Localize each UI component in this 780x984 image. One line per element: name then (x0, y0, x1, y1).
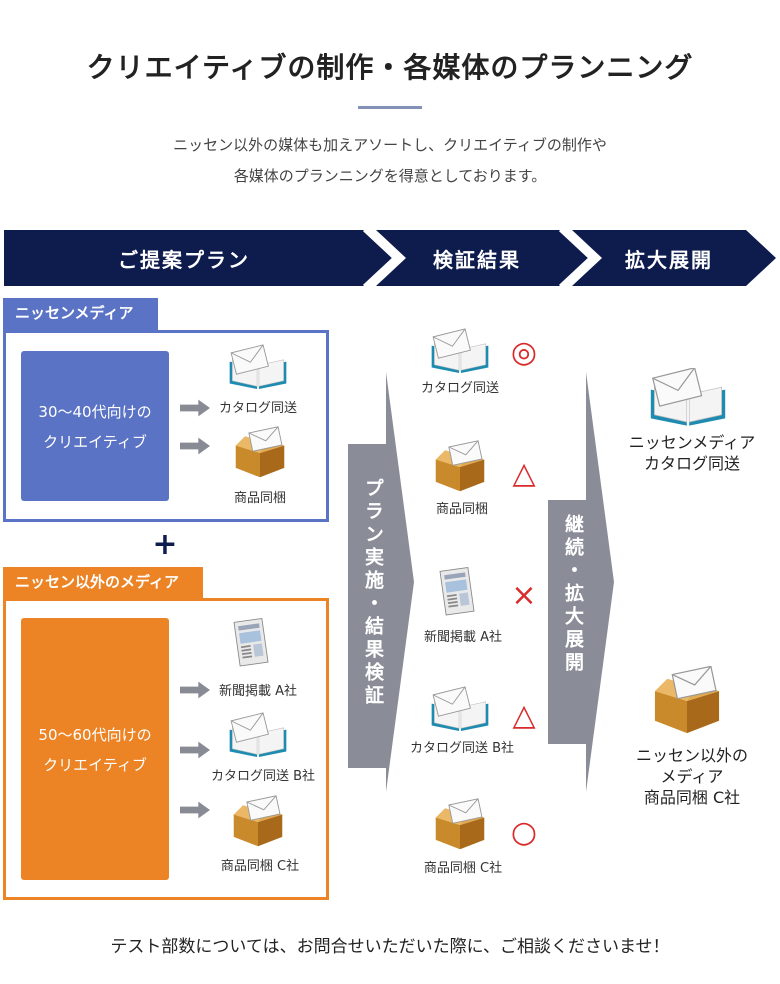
arrow-icon (178, 740, 212, 760)
result-label-1: 商品同梱 (435, 502, 488, 517)
other-target-line2: クリエイティブ (43, 756, 147, 774)
flow-step2-label: 検証結果 (433, 248, 521, 272)
result-label-2: 新聞掲載 A社 (423, 630, 503, 645)
result-mark-1: △ (512, 456, 536, 491)
arrow-icon (178, 800, 212, 820)
flow-separator-1 (362, 230, 397, 286)
flow-banner (4, 230, 776, 286)
expansion-other-line2: メディア (660, 767, 724, 786)
other-item-newspaper-label: 新聞掲載 A社 (218, 684, 298, 699)
flow-step1-shape (4, 230, 394, 286)
lead-text-line2: 各媒体のプランニングを得意としております。 (233, 167, 547, 185)
arrow-icon (178, 398, 212, 418)
page-title: クリエイティブの制作・各媒体のプランニング (86, 51, 694, 84)
flow-step3-label: 拡大展開 (625, 248, 713, 272)
expansion-other-line3: 商品同梱 C社 (643, 788, 741, 807)
newspaper-icon (230, 614, 274, 672)
flow-step1-label: ご提案プラン (118, 248, 250, 272)
catalog-icon (226, 712, 290, 760)
nissen-item-box-label: 商品同梱 (233, 491, 286, 506)
other-target-box: 50～60代向けの クリエイティブ (21, 618, 169, 880)
nissen-target-line1: 30～40代向けの (38, 403, 152, 421)
expand-arrow (548, 372, 614, 792)
catalog-icon (428, 328, 492, 376)
arrow-icon (178, 436, 212, 456)
result-mark-0: ◎ (510, 335, 538, 370)
implement-arrow-label: プラン実施・結果検証 (362, 478, 384, 708)
flow-separator-2 (558, 230, 593, 286)
other-target-line1: 50～60代向けの (38, 726, 152, 744)
box-icon (230, 795, 286, 849)
catalog-icon (646, 368, 730, 428)
implement-arrow (348, 372, 414, 792)
nissen-media-tab: ニッセンメディア (3, 298, 158, 330)
flow-step3-shape (572, 230, 776, 286)
result-mark-4: ○ (510, 815, 538, 850)
expansion-nissen-line1: ニッセンメディア (628, 433, 756, 452)
lead-text-line1: ニッセン以外の媒体も加えアソートし、クリエイティブの制作や (173, 136, 607, 154)
nissen-target-line2: クリエイティブ (43, 433, 147, 451)
result-label-0: カタログ同送 (420, 381, 499, 396)
other-media-panel (3, 598, 329, 900)
expansion-other-line1: ニッセン以外の (635, 746, 748, 765)
other-item-box-label: 商品同梱 C社 (220, 859, 300, 874)
nissen-media-panel (3, 330, 329, 522)
box-icon (432, 798, 488, 852)
footer-note: テスト部数については、お問合せいただいた際に、ご相談くださいませ！ (110, 937, 670, 957)
newspaper-icon (436, 563, 480, 621)
flow-step2-shape (376, 230, 590, 286)
catalog-icon (428, 686, 492, 734)
other-item-catalog-label: カタログ同送 B社 (210, 769, 316, 784)
other-media-tab: ニッセン以外のメディア (3, 567, 203, 599)
expand-arrow-label: 継続・拡大展開 (562, 514, 584, 675)
nissen-target-box: 30～40代向けの クリエイティブ (21, 351, 169, 501)
expansion-nissen-line2: カタログ同送 (643, 454, 740, 473)
nissen-item-catalog-label: カタログ同送 (218, 401, 297, 416)
arrow-icon (178, 680, 212, 700)
result-mark-3: △ (512, 698, 536, 733)
result-mark-2: × (511, 578, 537, 613)
catalog-icon (226, 344, 290, 392)
box-icon (232, 426, 288, 480)
result-label-3: カタログ同送 B社 (409, 741, 515, 756)
box-icon (650, 666, 724, 736)
result-label-4: 商品同梱 C社 (423, 861, 503, 876)
plus-sign: + (152, 527, 178, 562)
box-icon (432, 440, 488, 494)
title-divider (358, 106, 422, 109)
